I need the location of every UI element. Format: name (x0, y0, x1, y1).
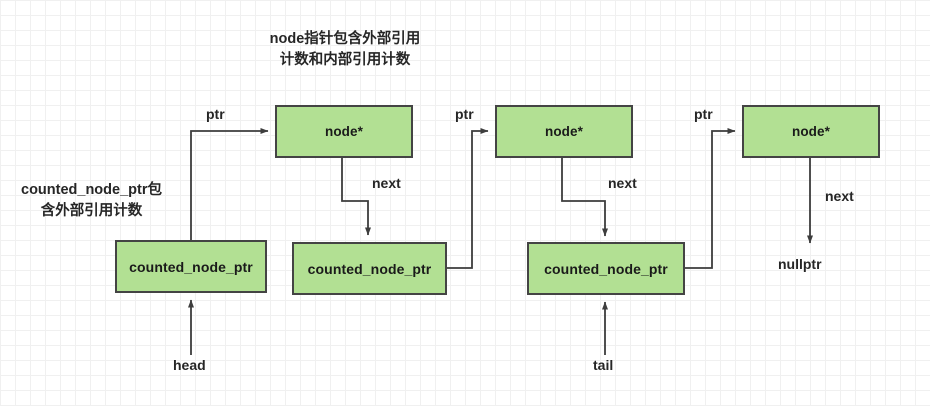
box-label: counted_node_ptr (129, 258, 253, 275)
box-node-ptr-3[interactable]: node* (742, 105, 880, 158)
box-label: node* (324, 124, 363, 139)
box-counted-node-ptr-tail[interactable]: counted_node_ptr (527, 242, 685, 295)
edge-label-next-3: next (825, 188, 854, 204)
label-tail: tail (593, 357, 614, 373)
edge-ptr-cnp3-node3 (685, 128, 736, 269)
box-counted-node-ptr-head[interactable]: counted_node_ptr (115, 240, 267, 293)
label-nullptr: nullptr (778, 256, 822, 272)
box-label: node* (791, 124, 830, 139)
box-label: node* (544, 124, 583, 139)
box-node-ptr-2[interactable]: node* (495, 105, 633, 158)
note-node-pointer: node指针包含外部引用计数和内部引用计数 (269, 31, 421, 68)
edge-next-node1-cnp2 (341, 158, 371, 236)
box-label: counted_node_ptr (544, 260, 668, 277)
edge-ptr-cnp2-node2 (447, 128, 489, 269)
edge-label-ptr-1: ptr (206, 106, 225, 122)
note-counted-node-ptr: counted_node_ptr包含外部引用计数 (21, 182, 162, 219)
edge-label-next-1: next (372, 175, 401, 191)
edge-next-node2-cnp3 (561, 158, 608, 237)
edge-ptr-cnp1-node1 (190, 128, 269, 240)
edge-label-ptr-3: ptr (694, 106, 713, 122)
box-label: counted_node_ptr (307, 260, 432, 277)
edge-label-next-2: next (608, 175, 637, 191)
label-head: head (173, 357, 206, 373)
edge-label-ptr-2: ptr (455, 106, 474, 122)
box-counted-node-ptr-2[interactable]: counted_node_ptr (292, 242, 447, 295)
box-node-ptr-1[interactable]: node* (275, 105, 413, 158)
